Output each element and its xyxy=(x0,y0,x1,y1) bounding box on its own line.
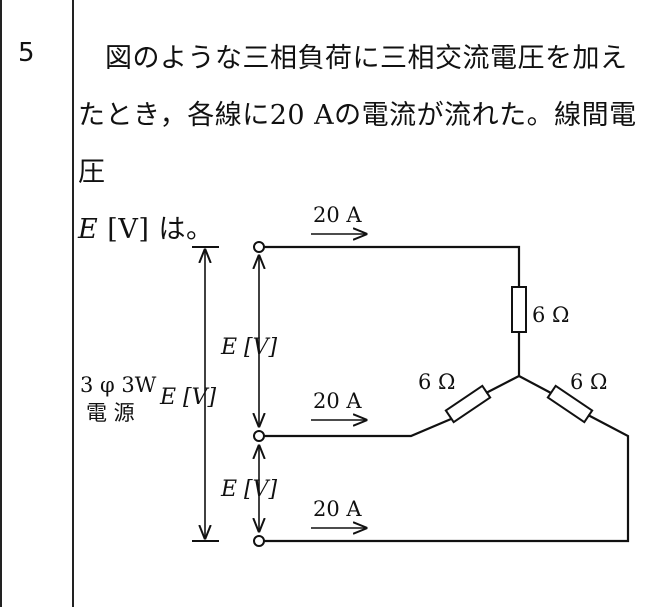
wire-middle xyxy=(264,417,452,438)
source-label-name: 電 源 xyxy=(86,401,135,425)
question-number-divider xyxy=(72,0,74,607)
question-line-1: 図のような三相負荷に三相交流電圧を加え xyxy=(105,43,628,74)
wire-neutral-to-right xyxy=(518,375,552,394)
resistor-label-right: 6 Ω xyxy=(570,370,607,394)
terminal-top xyxy=(253,241,265,253)
current-label-bottom: 20 A xyxy=(313,497,362,521)
wire-top xyxy=(264,245,521,287)
current-label-top: 20 A xyxy=(313,203,362,227)
terminal-bottom xyxy=(253,535,265,547)
outer-voltage-label: E [V] xyxy=(159,385,217,410)
question-number: 5 xyxy=(18,38,35,68)
source-label-type: 3 φ 3W xyxy=(80,373,157,397)
wire-left-to-neutral xyxy=(485,375,520,394)
page-border-left xyxy=(0,0,2,607)
wire-bottom xyxy=(264,414,630,543)
voltage-label-bottom: E [V] xyxy=(220,477,278,502)
question-line-2: たとき，各線に20 Aの電流が流れた。線間電圧 xyxy=(78,100,637,188)
question-line-3: E [V] は。 xyxy=(78,214,214,245)
question-text: 図のような三相負荷に三相交流電圧を加え たとき，各線に20 Aの電流が流れた。線… xyxy=(78,30,644,258)
resistor-label-left: 6 Ω xyxy=(418,370,455,394)
resistor-label-top: 6 Ω xyxy=(532,303,569,327)
resistor-top xyxy=(511,286,527,333)
line-voltage-variable: E xyxy=(78,214,99,245)
terminal-middle xyxy=(253,430,265,442)
voltage-label-top: E [V] xyxy=(220,335,278,360)
current-label-middle: 20 A xyxy=(313,389,362,413)
